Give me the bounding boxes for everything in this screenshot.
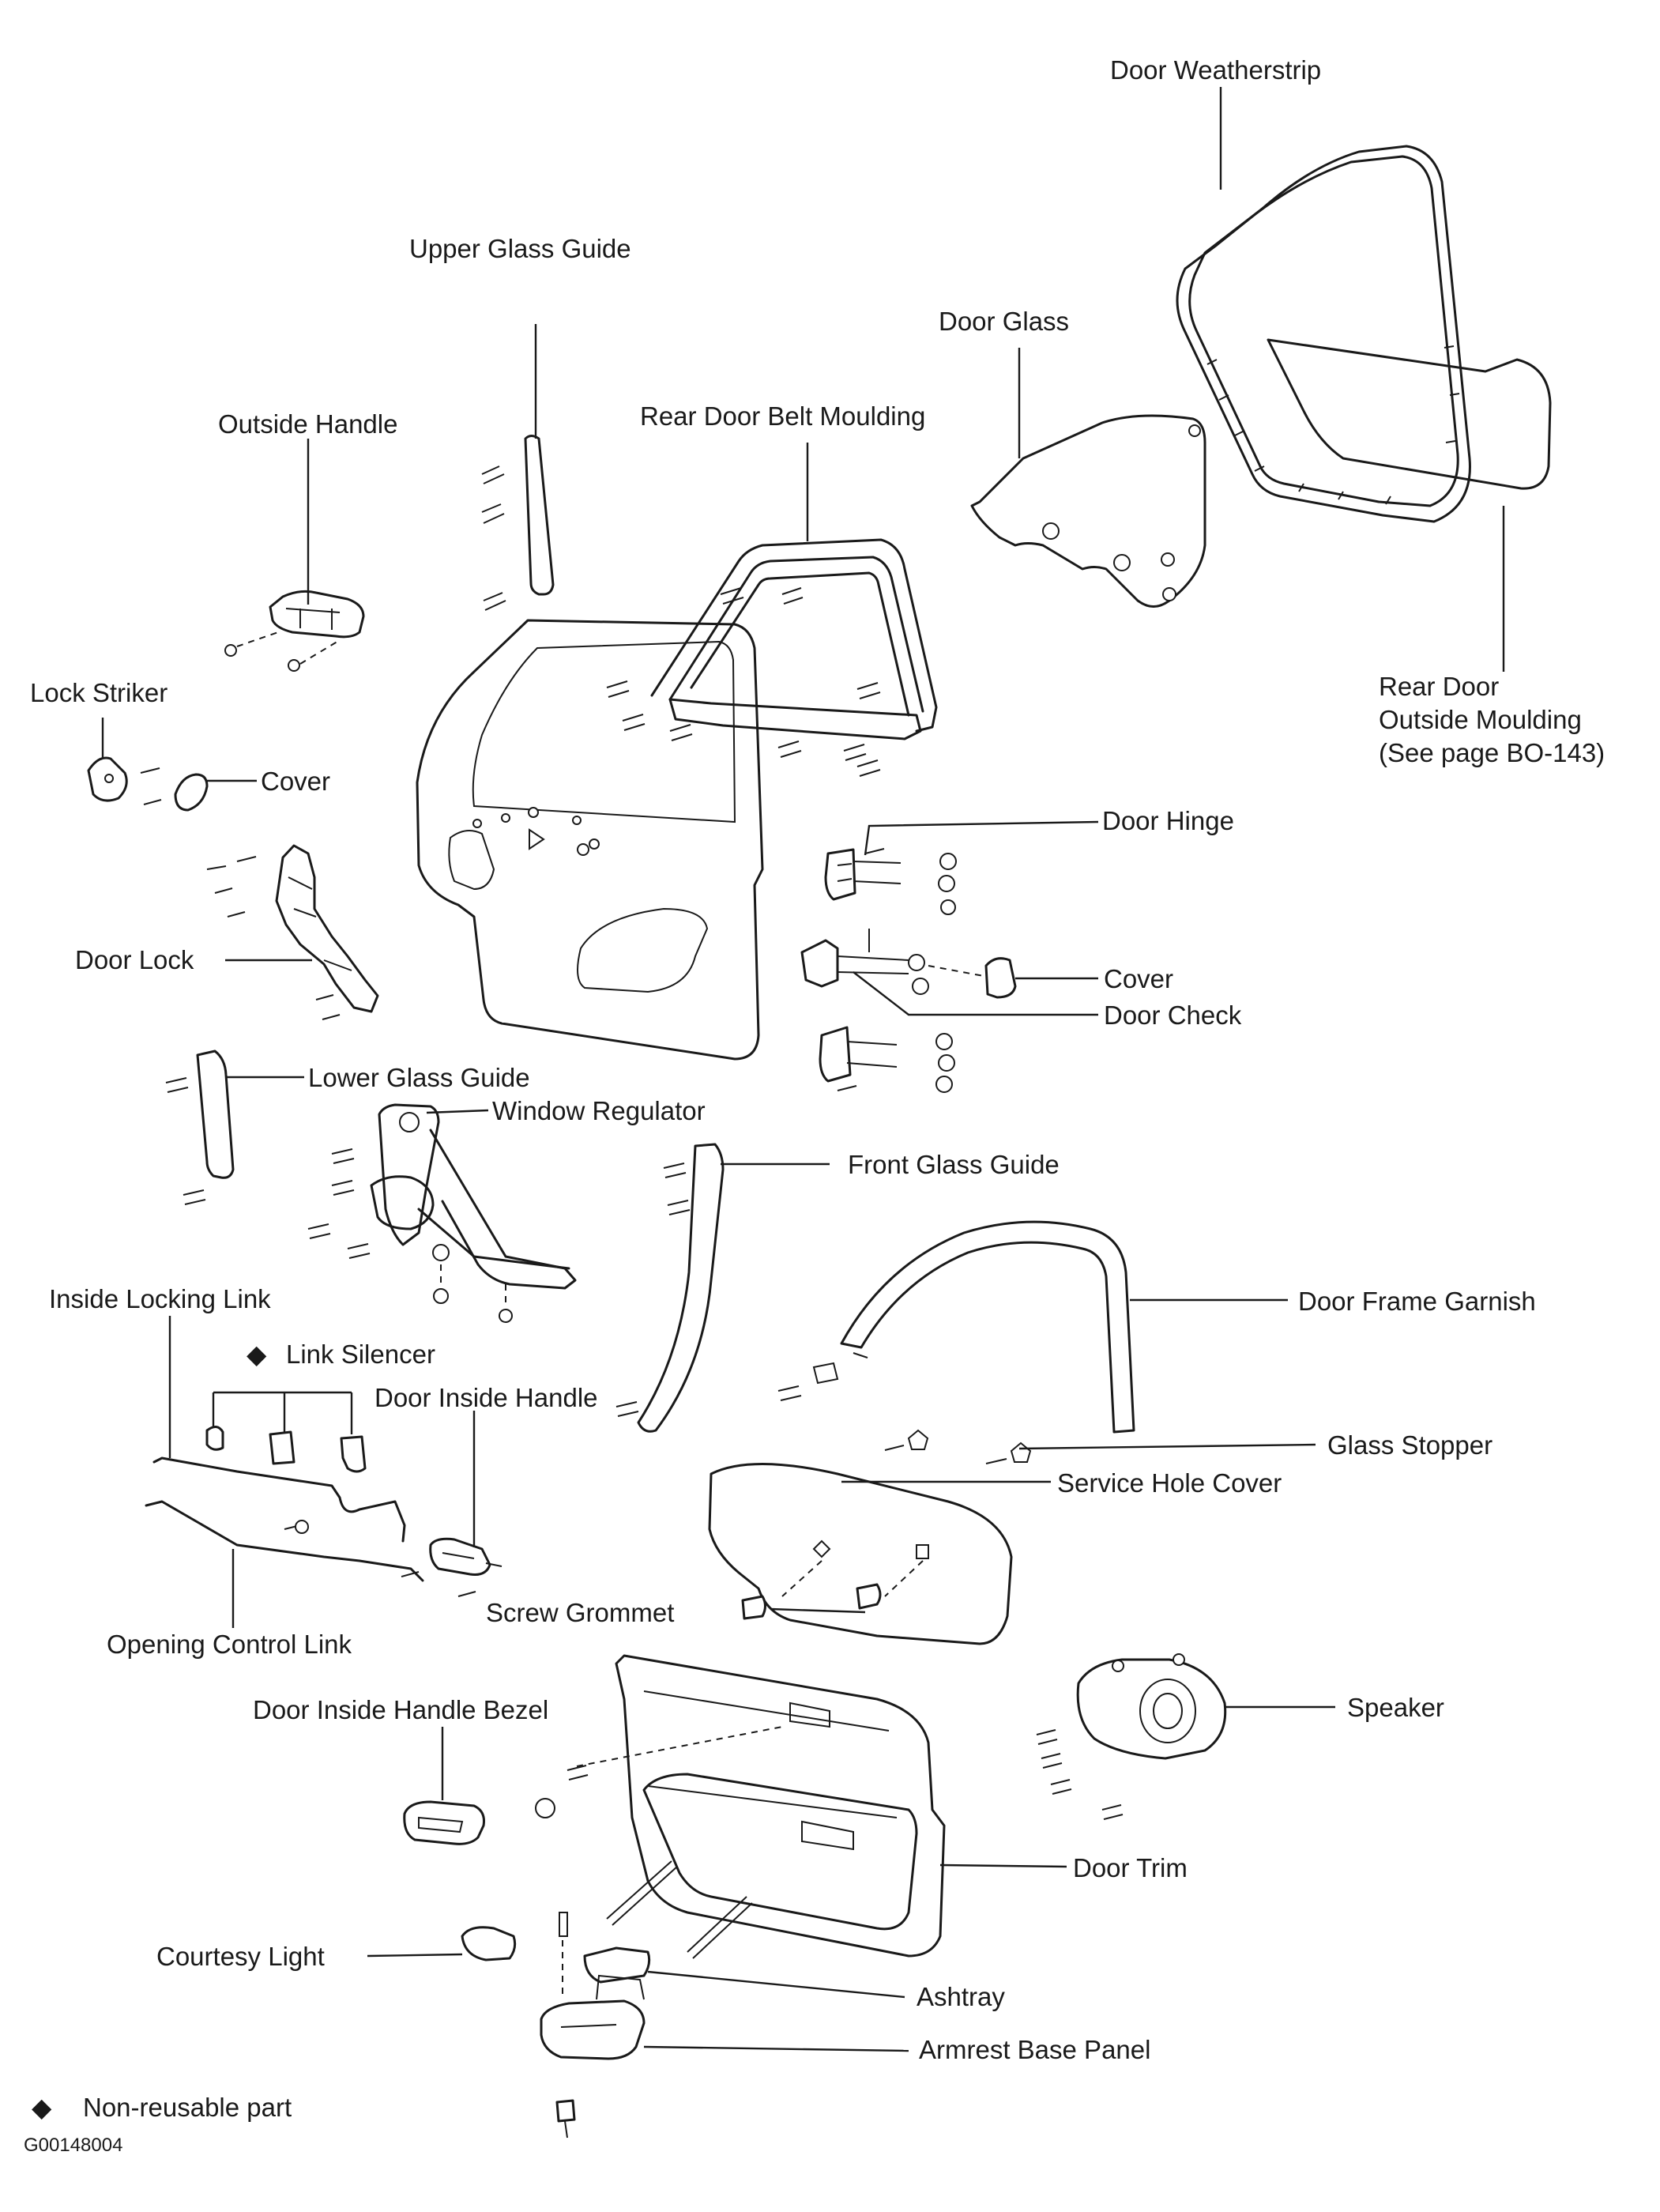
- label-link-silencer: Link Silencer: [286, 1340, 435, 1369]
- label-courtesy-light: Courtesy Light: [156, 1942, 325, 1971]
- sash-screws: [606, 587, 881, 777]
- door-frame-garnish-part: [777, 1220, 1135, 1434]
- inside-locking-link-part: [152, 1456, 406, 1543]
- label-door-check: Door Check: [1104, 1000, 1242, 1030]
- label-door-glass: Door Glass: [939, 307, 1069, 336]
- label-lock-striker: Lock Striker: [30, 678, 168, 707]
- window-regulator-part: [307, 1103, 577, 1323]
- check-cover-part: [984, 957, 1017, 999]
- callout-labels: Door Weatherstrip Upper Glass Guide Door…: [24, 55, 1605, 2156]
- legend-diamond-link-silencer: ◆: [247, 1340, 267, 1369]
- label-door-inside-handle-bezel: Door Inside Handle Bezel: [253, 1695, 548, 1724]
- door-check-part: [800, 929, 984, 995]
- striker-cover-part: [174, 773, 209, 812]
- label-door-weatherstrip: Door Weatherstrip: [1110, 55, 1321, 85]
- door-hinge-upper-part: [824, 848, 957, 915]
- door-trim-part: [535, 1654, 946, 1959]
- courtesy-light-part: [461, 1926, 517, 1961]
- rear-door-belt-moulding-part: [650, 538, 938, 740]
- lower-glass-guide-part: [165, 1049, 235, 1205]
- ashtray-part: [583, 1946, 651, 1984]
- door-weatherstrip-part: [1176, 145, 1552, 523]
- label-rear-door-outside-moulding-line3: (See page BO-143): [1379, 738, 1605, 767]
- label-inside-locking-link: Inside Locking Link: [49, 1284, 271, 1313]
- label-speaker: Speaker: [1347, 1693, 1444, 1722]
- label-armrest-base-panel: Armrest Base Panel: [919, 2035, 1150, 2064]
- front-glass-guide-part: [615, 1143, 725, 1433]
- opening-control-link-part: [145, 1500, 424, 1582]
- label-door-frame-garnish: Door Frame Garnish: [1298, 1287, 1536, 1316]
- figure-code: G00148004: [24, 2135, 122, 2156]
- label-glass-stopper: Glass Stopper: [1327, 1430, 1492, 1460]
- legend-non-reusable-text: Non-reusable part: [83, 2093, 292, 2122]
- door-inside-handle-bezel-part: [403, 1800, 485, 1845]
- label-opening-control-link: Opening Control Link: [107, 1630, 352, 1659]
- armrest-base-panel-part: [540, 1912, 646, 2139]
- label-front-glass-guide: Front Glass Guide: [848, 1150, 1060, 1179]
- label-cover-striker: Cover: [261, 767, 330, 796]
- door-inside-handle-part: [401, 1537, 503, 1597]
- label-lower-glass-guide: Lower Glass Guide: [308, 1063, 530, 1092]
- label-upper-glass-guide: Upper Glass Guide: [409, 234, 631, 263]
- door-hinge-lower-part: [819, 1026, 955, 1093]
- link-silencer-parts: [205, 1426, 367, 1473]
- lock-striker-part: [87, 756, 162, 805]
- label-rear-door-belt-moulding: Rear Door Belt Moulding: [640, 401, 925, 431]
- door-panel-part: [416, 619, 764, 1061]
- upper-glass-guide-part: [481, 435, 555, 611]
- label-rear-door-outside-moulding-line1: Rear Door: [1379, 672, 1499, 701]
- label-door-trim: Door Trim: [1073, 1853, 1188, 1882]
- label-door-inside-handle: Door Inside Handle: [375, 1383, 598, 1412]
- door-lock-part: [206, 844, 379, 1020]
- door-glass-part: [970, 414, 1206, 608]
- outside-handle-part: [224, 590, 365, 672]
- label-rear-door-outside-moulding-line2: Outside Moulding: [1379, 705, 1582, 734]
- speaker-part: [1036, 1653, 1227, 1820]
- label-door-lock: Door Lock: [75, 945, 194, 974]
- legend-diamond-symbol: ◆: [32, 2093, 52, 2122]
- label-window-regulator: Window Regulator: [492, 1096, 706, 1125]
- label-screw-grommet: Screw Grommet: [486, 1598, 674, 1627]
- glass-stopper-part: [884, 1429, 1032, 1464]
- label-cover-check: Cover: [1104, 964, 1173, 993]
- label-service-hole-cover: Service Hole Cover: [1057, 1468, 1282, 1498]
- service-hole-cover-part: [708, 1463, 1013, 1645]
- label-door-hinge: Door Hinge: [1102, 806, 1234, 835]
- label-outside-handle: Outside Handle: [218, 409, 397, 439]
- label-ashtray: Ashtray: [917, 1982, 1005, 2011]
- leader-lines: [101, 87, 1505, 2052]
